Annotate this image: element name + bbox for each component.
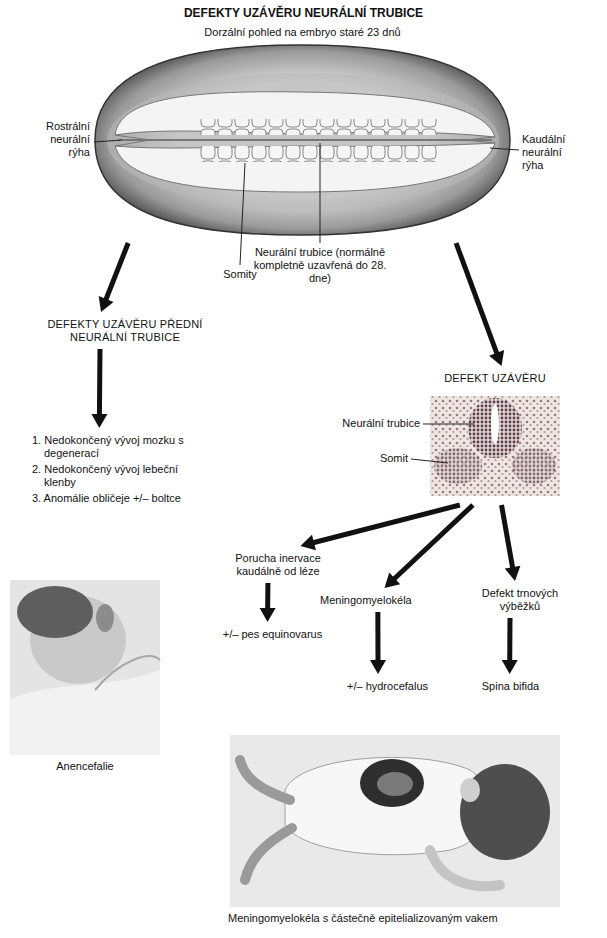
node-box: DEFEKT UZÁVĚRU (430, 370, 560, 502)
embryo-tissue (107, 73, 499, 209)
histology-neural-tube (468, 398, 522, 458)
arrow-head (385, 573, 401, 588)
label-text: Neurální trubice (normálně kompletně uza… (250, 246, 390, 285)
node-box: +/– hydrocefalus (335, 678, 440, 695)
photo-lesion-center (377, 772, 413, 796)
node-box: DEFEKTY UZÁVĚRU PŘEDNÍ NEURÁLNÍ TRUBICE (25, 316, 225, 346)
arrow-shaft (507, 618, 512, 662)
arrow-connector (456, 243, 504, 366)
arrow-connector (385, 505, 473, 588)
arrow-head (489, 350, 504, 366)
arrow-head (99, 296, 114, 312)
somites (200, 119, 438, 135)
leader-line (320, 143, 321, 243)
node-text: Porucha inervace kaudálně od léze (224, 552, 332, 578)
arrow-connector (260, 583, 276, 622)
list-item: 2. Nedokončený vývoj lebeční klenby (32, 463, 193, 489)
diagram-title: DEFEKTY UZÁVĚRU NEURÁLNÍ TRUBICE (0, 6, 607, 20)
histology-cells (430, 396, 560, 496)
photo-ear (96, 604, 114, 632)
neural-fold (115, 92, 495, 137)
histology-lumen (491, 404, 499, 444)
arrow-connector (502, 505, 521, 581)
label-text: Meningomyelokéla s částečně epitelializo… (228, 912, 568, 925)
node-box: Dorzální pohled na embryo staré 23 dnů (95, 24, 510, 240)
arrow-head (370, 660, 386, 674)
node-box: Meningomyelokéla (318, 592, 413, 609)
label-text: Rostrální neurální rýha (30, 120, 90, 159)
node-box: Defekt trnových výběžků (470, 585, 570, 615)
arrow-connector (370, 612, 386, 674)
node-text: +/– hydrocefalus (337, 680, 438, 693)
histology-section (430, 396, 560, 496)
neural-fold (115, 143, 495, 192)
photo-ear (460, 778, 480, 802)
photo-head (460, 764, 550, 860)
arrow-head (505, 566, 521, 581)
arrow-connector (91, 349, 107, 428)
leader-line (490, 148, 519, 150)
arrow-shaft (502, 505, 513, 569)
label-text: Somit (360, 452, 408, 465)
arrow-shaft (393, 505, 473, 580)
node-text: DEFEKTY UZÁVĚRU PŘEDNÍ NEURÁLNÍ TRUBICE (27, 318, 223, 344)
histology-somite (512, 448, 556, 484)
node-text: Spina bifida (470, 680, 551, 693)
list-item: 3. Anomálie obličeje +/– boltce (32, 492, 193, 505)
node-box: Porucha inervace kaudálně od léze (222, 550, 334, 580)
embryo-outline (95, 45, 510, 235)
leader-line (411, 459, 448, 463)
list-item: 1. Nedokončený vývoj mozku s degenerací (32, 434, 193, 460)
label-text: Anencefalie (10, 760, 160, 773)
arrow-shaft (97, 349, 103, 416)
leader-line (423, 424, 474, 425)
node-box: Spina bifida (468, 678, 553, 695)
label-text: Kaudální neurální rýha (522, 133, 582, 172)
arrow-head (300, 535, 316, 550)
leader-line (94, 140, 122, 142)
arrow-head (91, 414, 107, 428)
somites (200, 146, 438, 162)
arrow-connector (300, 505, 460, 550)
leader-line (240, 163, 245, 265)
arrow-head (502, 660, 518, 674)
label-text: Neurální trubice (322, 417, 420, 430)
photo-arm (430, 850, 500, 886)
arrow-shaft (375, 612, 380, 662)
node-box: +/– pes equinovarus (210, 626, 335, 643)
node-text: +/– pes equinovarus (212, 628, 333, 641)
photo-meningomyelocele (230, 735, 560, 907)
arrow-shaft (105, 243, 128, 301)
node-box: 1. Nedokončený vývoj mozku s degenerací 2… (30, 432, 195, 510)
photo-shoulder (95, 656, 160, 690)
node-text: Meningomyelokéla (320, 594, 411, 607)
node-text: DEFEKT UZÁVĚRU (432, 372, 558, 385)
arrow-connector (99, 243, 129, 312)
neural-tube-line (118, 139, 492, 141)
arrow-shaft (456, 243, 497, 355)
arrow-shaft (265, 583, 270, 610)
photo-anencephaly (10, 580, 160, 755)
photo-lesion (360, 759, 424, 807)
node-text: Defekt trnových výběžků (472, 587, 568, 613)
caudal-groove (465, 137, 495, 143)
photo-cranial-defect (17, 586, 93, 638)
arrow-connector (502, 618, 518, 674)
node-text: Dorzální pohled na embryo staré 23 dnů (97, 26, 508, 39)
photo-baby-body (285, 757, 489, 854)
photo-legs (240, 760, 292, 880)
arrow-head (260, 608, 276, 622)
histology-somite (434, 448, 482, 484)
